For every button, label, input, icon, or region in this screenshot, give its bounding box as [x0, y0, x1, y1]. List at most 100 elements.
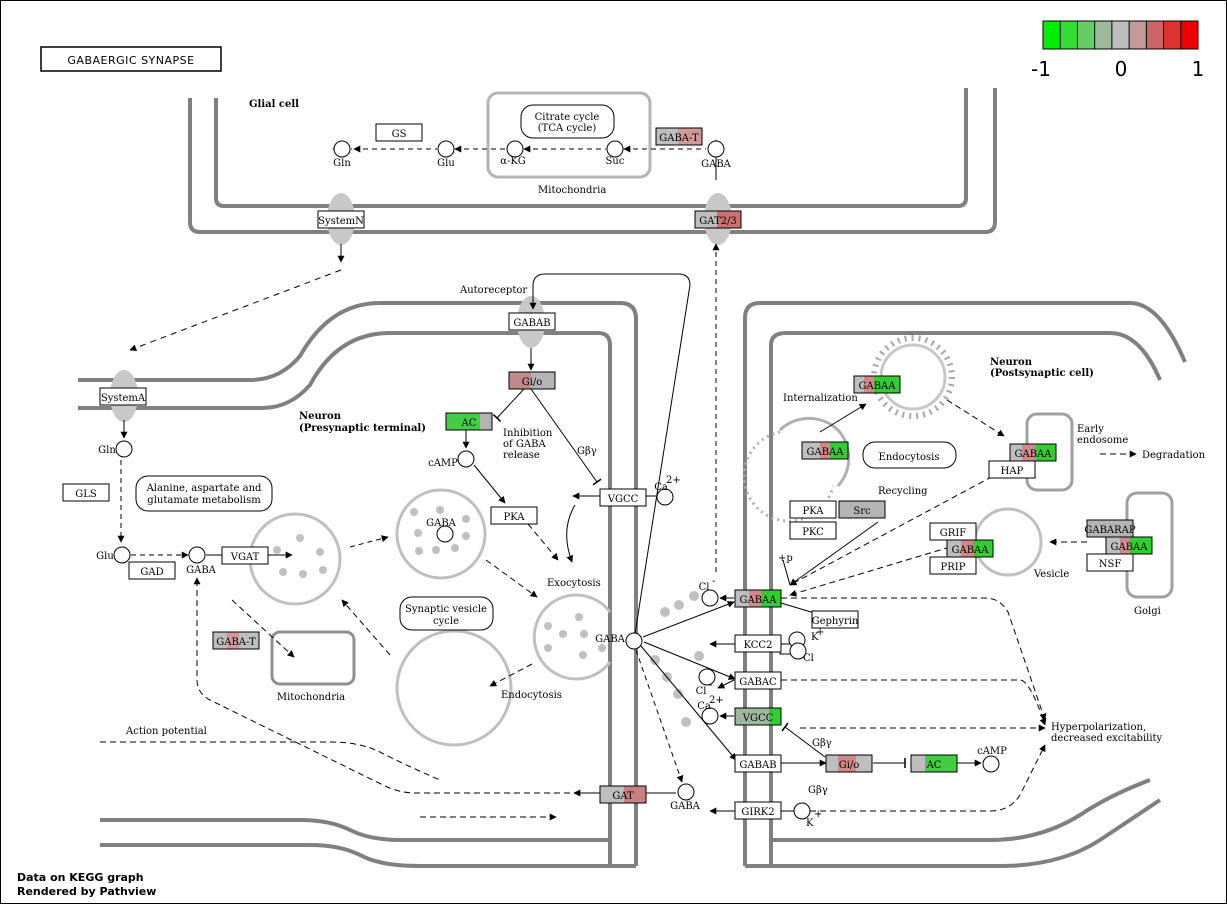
gene-pka-post[interactable]: PKA	[789, 500, 837, 519]
compound-gln-pre-label: Gln	[98, 445, 116, 456]
vesicle-dots	[273, 506, 470, 578]
gene-gabab-post[interactable]: GABAB	[734, 754, 782, 773]
gene-gabaa-vesicle[interactable]: GABAA	[946, 539, 994, 558]
gene-kcc2[interactable]: KCC2	[734, 634, 782, 653]
legend-swatches	[1043, 21, 1198, 49]
svc-label-2: cycle	[433, 616, 459, 627]
svg-text:AC: AC	[926, 760, 942, 771]
endocytosis-post-label: Endocytosis	[879, 452, 940, 463]
gene-vgat[interactable]: VGAT	[221, 546, 269, 565]
compound-camp-pre	[457, 450, 475, 468]
gene-boxes[interactable]: GS SystemN SystemA GLS GAD VGAT GABAB PK…	[62, 123, 1134, 820]
gene-gabaa-golgi[interactable]: GABAA	[1105, 536, 1153, 555]
compound-cl-1	[701, 589, 719, 607]
gene-gabaa-pit[interactable]: GABAA	[801, 441, 849, 460]
gene-system-a[interactable]: SystemA	[99, 387, 147, 406]
svg-text:GABAA: GABAA	[858, 381, 896, 392]
compound-ca-pre	[656, 488, 674, 506]
inhibition-label-2: of GABA	[503, 439, 546, 450]
compound-gaba-glial-label: GABA	[701, 159, 732, 170]
gene-vgcc-post[interactable]: VGCC	[734, 707, 782, 726]
gene-ac-post[interactable]: AC	[910, 754, 958, 773]
gene-nsf[interactable]: NSF	[1086, 553, 1134, 572]
gene-gabab-pre[interactable]: GABAB	[508, 312, 556, 331]
exocytosis-dots	[544, 613, 606, 659]
gene-gio-post[interactable]: Gi/o	[825, 754, 873, 773]
action-potential-label: Action potential	[125, 726, 207, 737]
gene-system-n[interactable]: SystemN	[317, 210, 365, 229]
svg-text:GAT: GAT	[612, 791, 634, 802]
gene-prip[interactable]: PRIP	[929, 556, 977, 575]
compound-cl-2	[789, 642, 807, 660]
legend-swatch	[1180, 21, 1198, 49]
gene-gephyrin[interactable]: Gephyrin	[811, 610, 859, 629]
gene-gabaa-internalization[interactable]: GABAA	[853, 375, 901, 394]
colored-gene-boxes[interactable]: GABA-T GAT2/3 Gi/o AC GABA-T GAT	[212, 127, 1153, 804]
gene-gaba-t-pre[interactable]: GABA-T	[212, 631, 260, 650]
gene-src[interactable]: Src	[838, 500, 886, 519]
svg-text:Gi/o: Gi/o	[839, 760, 860, 771]
gene-gabac[interactable]: GABAC	[734, 671, 782, 690]
svg-text:PKC: PKC	[802, 527, 824, 538]
svg-text:GLS: GLS	[75, 489, 97, 500]
gene-gs[interactable]: GS	[375, 123, 423, 142]
svg-text:GABAA: GABAA	[1110, 542, 1148, 553]
svg-text:GIRK2: GIRK2	[741, 807, 774, 818]
plus-p-label: +p	[778, 553, 793, 564]
compound-glu-glial	[437, 140, 455, 158]
vesicles	[248, 488, 1043, 747]
gene-girk2[interactable]: GIRK2	[734, 801, 782, 820]
gene-pka-pre[interactable]: PKA	[490, 506, 538, 525]
neuron-pre-label-1: Neuron	[299, 411, 342, 422]
svg-text:PKA: PKA	[503, 512, 525, 523]
compound-k-2-label: K	[806, 818, 814, 829]
compound-glu-pre-label: Glu	[96, 551, 114, 562]
compound-akg-label: α-KG	[500, 156, 526, 167]
gene-gad[interactable]: GAD	[128, 561, 176, 580]
post-membrane-outer	[743, 301, 1187, 866]
gene-gabaa-endosome[interactable]: GABAA	[1009, 443, 1057, 462]
neuron-post-label-1: Neuron	[990, 357, 1033, 368]
gene-gio-pre[interactable]: Gi/o	[508, 371, 556, 390]
pre-membrane-inner	[78, 331, 612, 866]
compound-ca-pre-label: Ca	[654, 482, 668, 493]
svg-text:GAD: GAD	[140, 567, 163, 578]
pre-membrane-bottom-outer	[100, 843, 636, 868]
gene-gls[interactable]: GLS	[62, 483, 110, 502]
gene-gat[interactable]: GAT	[599, 785, 647, 804]
gene-gat23[interactable]: GAT2/3	[694, 210, 742, 229]
svg-text:PRIP: PRIP	[941, 562, 966, 573]
compound-cl-3-label: Cl	[696, 686, 707, 697]
post-membrane-inner	[769, 331, 1162, 866]
gene-ac-pre[interactable]: AC	[445, 412, 493, 431]
diagram-title: GABAERGIC SYNAPSE	[40, 46, 222, 72]
compound-akg	[506, 140, 524, 158]
color-legend: -1 0 1	[1031, 20, 1204, 81]
alanine-label-2: glutamate metabolism	[147, 495, 261, 506]
gene-gaba-t-glial[interactable]: GABA-T	[655, 127, 703, 146]
footer-line-2: Rendered by Pathview	[17, 885, 156, 898]
gene-hap[interactable]: HAP	[988, 460, 1036, 479]
internalization-label: Internalization	[783, 393, 858, 404]
degradation-label: Degradation	[1142, 450, 1206, 461]
glial-cell-label: Glial cell	[249, 99, 299, 110]
compound-labels: Gln Glu α-KG Suc GABA Gln Glu GABA GABA …	[96, 156, 1007, 829]
svg-text:GABAA: GABAA	[1014, 449, 1052, 460]
svg-text:GABAA: GABAA	[806, 447, 844, 458]
legend-swatch	[1129, 21, 1147, 49]
compound-gln-pre	[115, 440, 133, 458]
vesicle-label: Vesicle	[1033, 569, 1069, 580]
gbg-post-label-2: Gβγ	[808, 785, 828, 796]
gene-grif[interactable]: GRIF	[929, 522, 977, 541]
svg-text:NSF: NSF	[1099, 559, 1122, 570]
gene-pkc[interactable]: PKC	[789, 521, 837, 540]
legend-swatch	[1043, 21, 1061, 49]
gene-vgcc-pre[interactable]: VGCC	[599, 488, 647, 507]
compound-glu-pre	[113, 546, 131, 564]
gene-gabarap[interactable]: GABARAP	[1084, 519, 1136, 538]
gene-gabaa-main[interactable]: GABAA	[734, 589, 782, 608]
svg-text:VGCC: VGCC	[607, 494, 639, 505]
compound-gaba-vesicle-label: GABA	[426, 518, 457, 529]
compound-k-1-sup: +	[816, 627, 824, 638]
svc-label-1: Synaptic vesicle	[405, 604, 487, 615]
